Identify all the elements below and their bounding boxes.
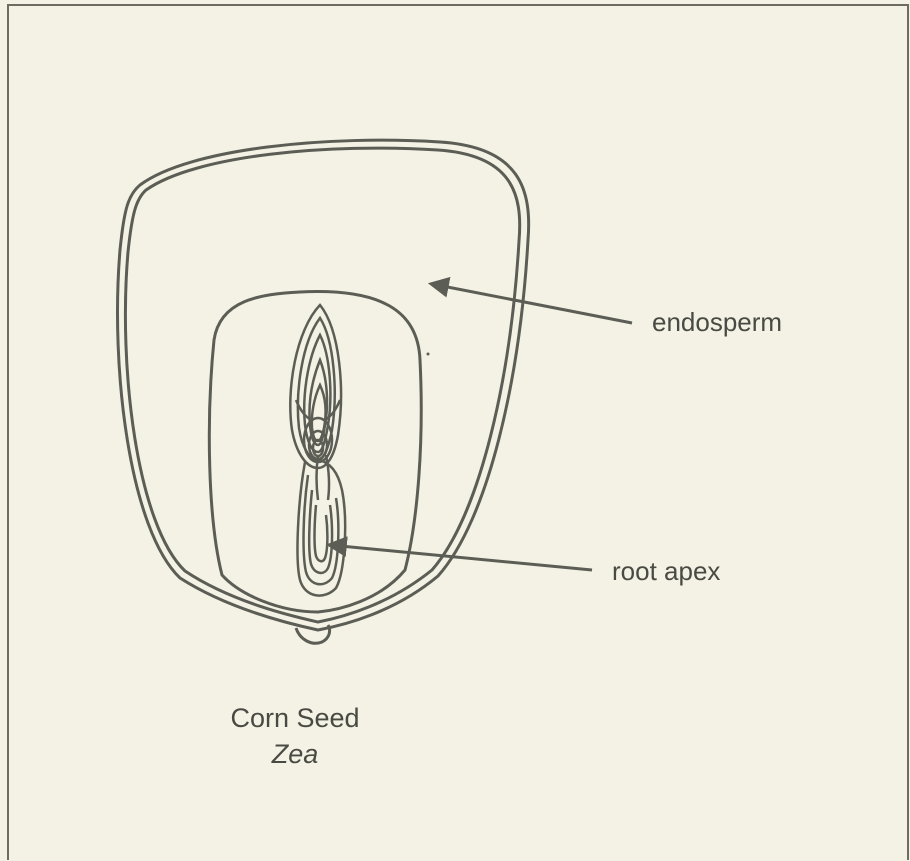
endosperm-arrow — [432, 284, 632, 323]
seed-coat-inner — [125, 148, 519, 622]
root-apex-label: root apex — [612, 556, 720, 587]
caption-genus: Zea — [190, 736, 400, 772]
endosperm-label: endosperm — [652, 307, 782, 338]
seed-coat-outer — [118, 140, 529, 630]
caption-common-name: Corn Seed — [190, 700, 400, 736]
root-apex-arrow — [330, 545, 592, 570]
shoot-rings — [290, 305, 341, 468]
stray-dot — [427, 353, 430, 356]
root-rings — [298, 455, 346, 596]
figure-caption: Corn Seed Zea — [190, 700, 400, 772]
